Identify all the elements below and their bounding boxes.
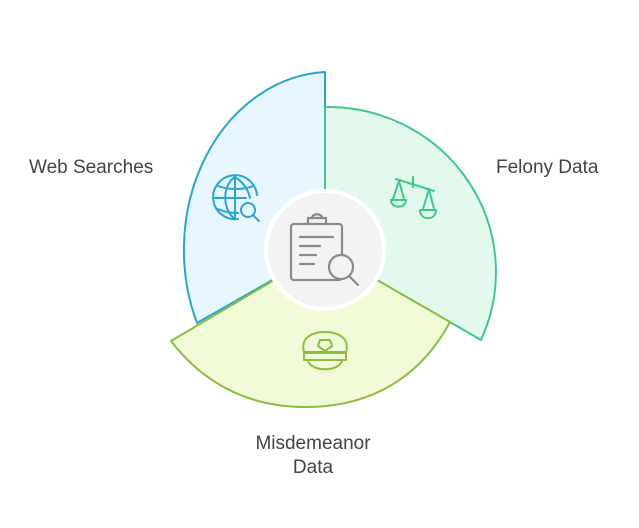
segment-label-misdemeanor-line1: Misdemeanor (255, 433, 371, 454)
segment-felony-data (324, 105, 497, 341)
segment-misdemeanor-data (170, 249, 451, 408)
center-hub (264, 189, 386, 311)
segment-label-felony-data: Felony Data (496, 157, 599, 178)
segment-label-misdemeanor-data: Misdemeanor Data (223, 432, 403, 480)
segment-label-web-searches: Web Searches (29, 157, 154, 178)
globe-search-icon (212, 174, 260, 222)
clipboard-search-icon (289, 213, 360, 287)
scales-icon (390, 176, 437, 220)
segment-label-misdemeanor-line2: Data (292, 457, 334, 478)
police-cap-icon (302, 331, 348, 371)
